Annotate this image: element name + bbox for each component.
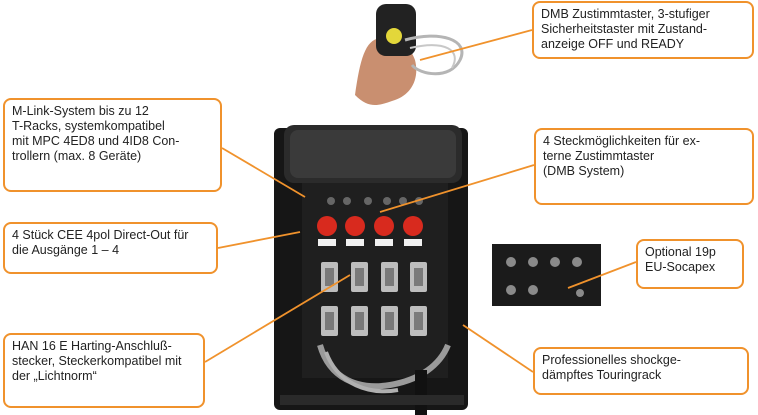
line-touring: [462, 324, 534, 373]
line-han: [204, 274, 351, 363]
line-dmb: [419, 29, 533, 61]
line-mlink: [221, 147, 306, 198]
socapex-panel: [492, 244, 601, 306]
callout-dmb: DMB Zustimmtaster, 3-stufiger Sicherheit…: [532, 1, 754, 59]
callout-steck: 4 Steckmöglichkeiten für ex- terne Zusti…: [534, 128, 754, 205]
line-socapex: [567, 261, 637, 289]
callout-touring: Professionelles shockge- dämpftes Tourin…: [533, 347, 749, 395]
line-cee: [217, 231, 301, 249]
touring-rack: [274, 125, 468, 415]
callout-cee: 4 Stück CEE 4pol Direct-Out für die Ausg…: [3, 222, 218, 274]
dmb-enabling-switch: [355, 4, 464, 105]
callout-socapex: Optional 19p EU-Socapex: [636, 239, 744, 289]
line-steck: [379, 164, 535, 213]
callout-han: HAN 16 E Harting-Anschluß- stecker, Stec…: [3, 333, 205, 408]
callout-mlink: M-Link-System bis zu 12 T-Racks, systemk…: [3, 98, 222, 192]
